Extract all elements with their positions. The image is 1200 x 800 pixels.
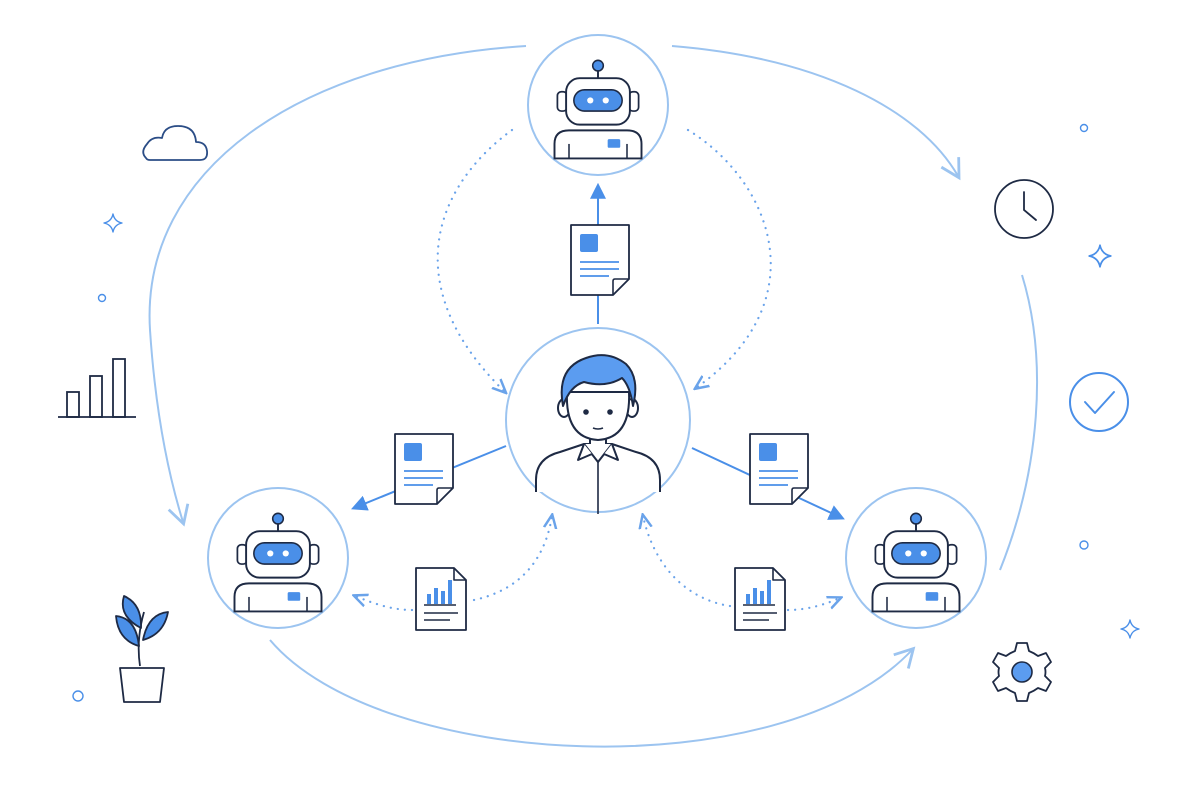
return-arc-right-center [643,516,732,608]
plant-icon [115,595,169,703]
sparkle-icon [1088,244,1112,268]
document-icon [570,224,630,296]
sparkle-icon [1120,619,1140,639]
cycle-arc-top-right [671,45,961,181]
return-arc-left-robot [355,596,414,612]
return-arc-top-left [436,128,514,392]
dot-decoration [97,293,107,303]
return-arc-top-right [686,128,772,388]
cycle-arc-bottom [269,639,916,748]
document-icon [394,433,454,505]
document-icon [749,433,809,505]
dot-decoration [1079,540,1089,550]
gear-icon [992,642,1052,702]
return-arc-left-center [472,516,552,602]
clock-icon [994,179,1054,239]
cloud-icon [142,125,209,161]
report-chart-icon [734,567,786,631]
return-arcs [355,128,840,612]
bar-chart-icon [58,358,136,418]
checkmark-icon [1069,372,1129,432]
dot-decoration [1079,123,1089,133]
outer-cycle [148,45,1039,748]
return-arc-right-robot [786,598,840,612]
report-chart-icon [415,567,467,631]
cycle-arc-right [999,274,1039,571]
cycle-arc-left [148,45,527,527]
person-icon [535,354,661,514]
dot-decoration [72,690,84,702]
sparkle-icon [103,213,123,233]
